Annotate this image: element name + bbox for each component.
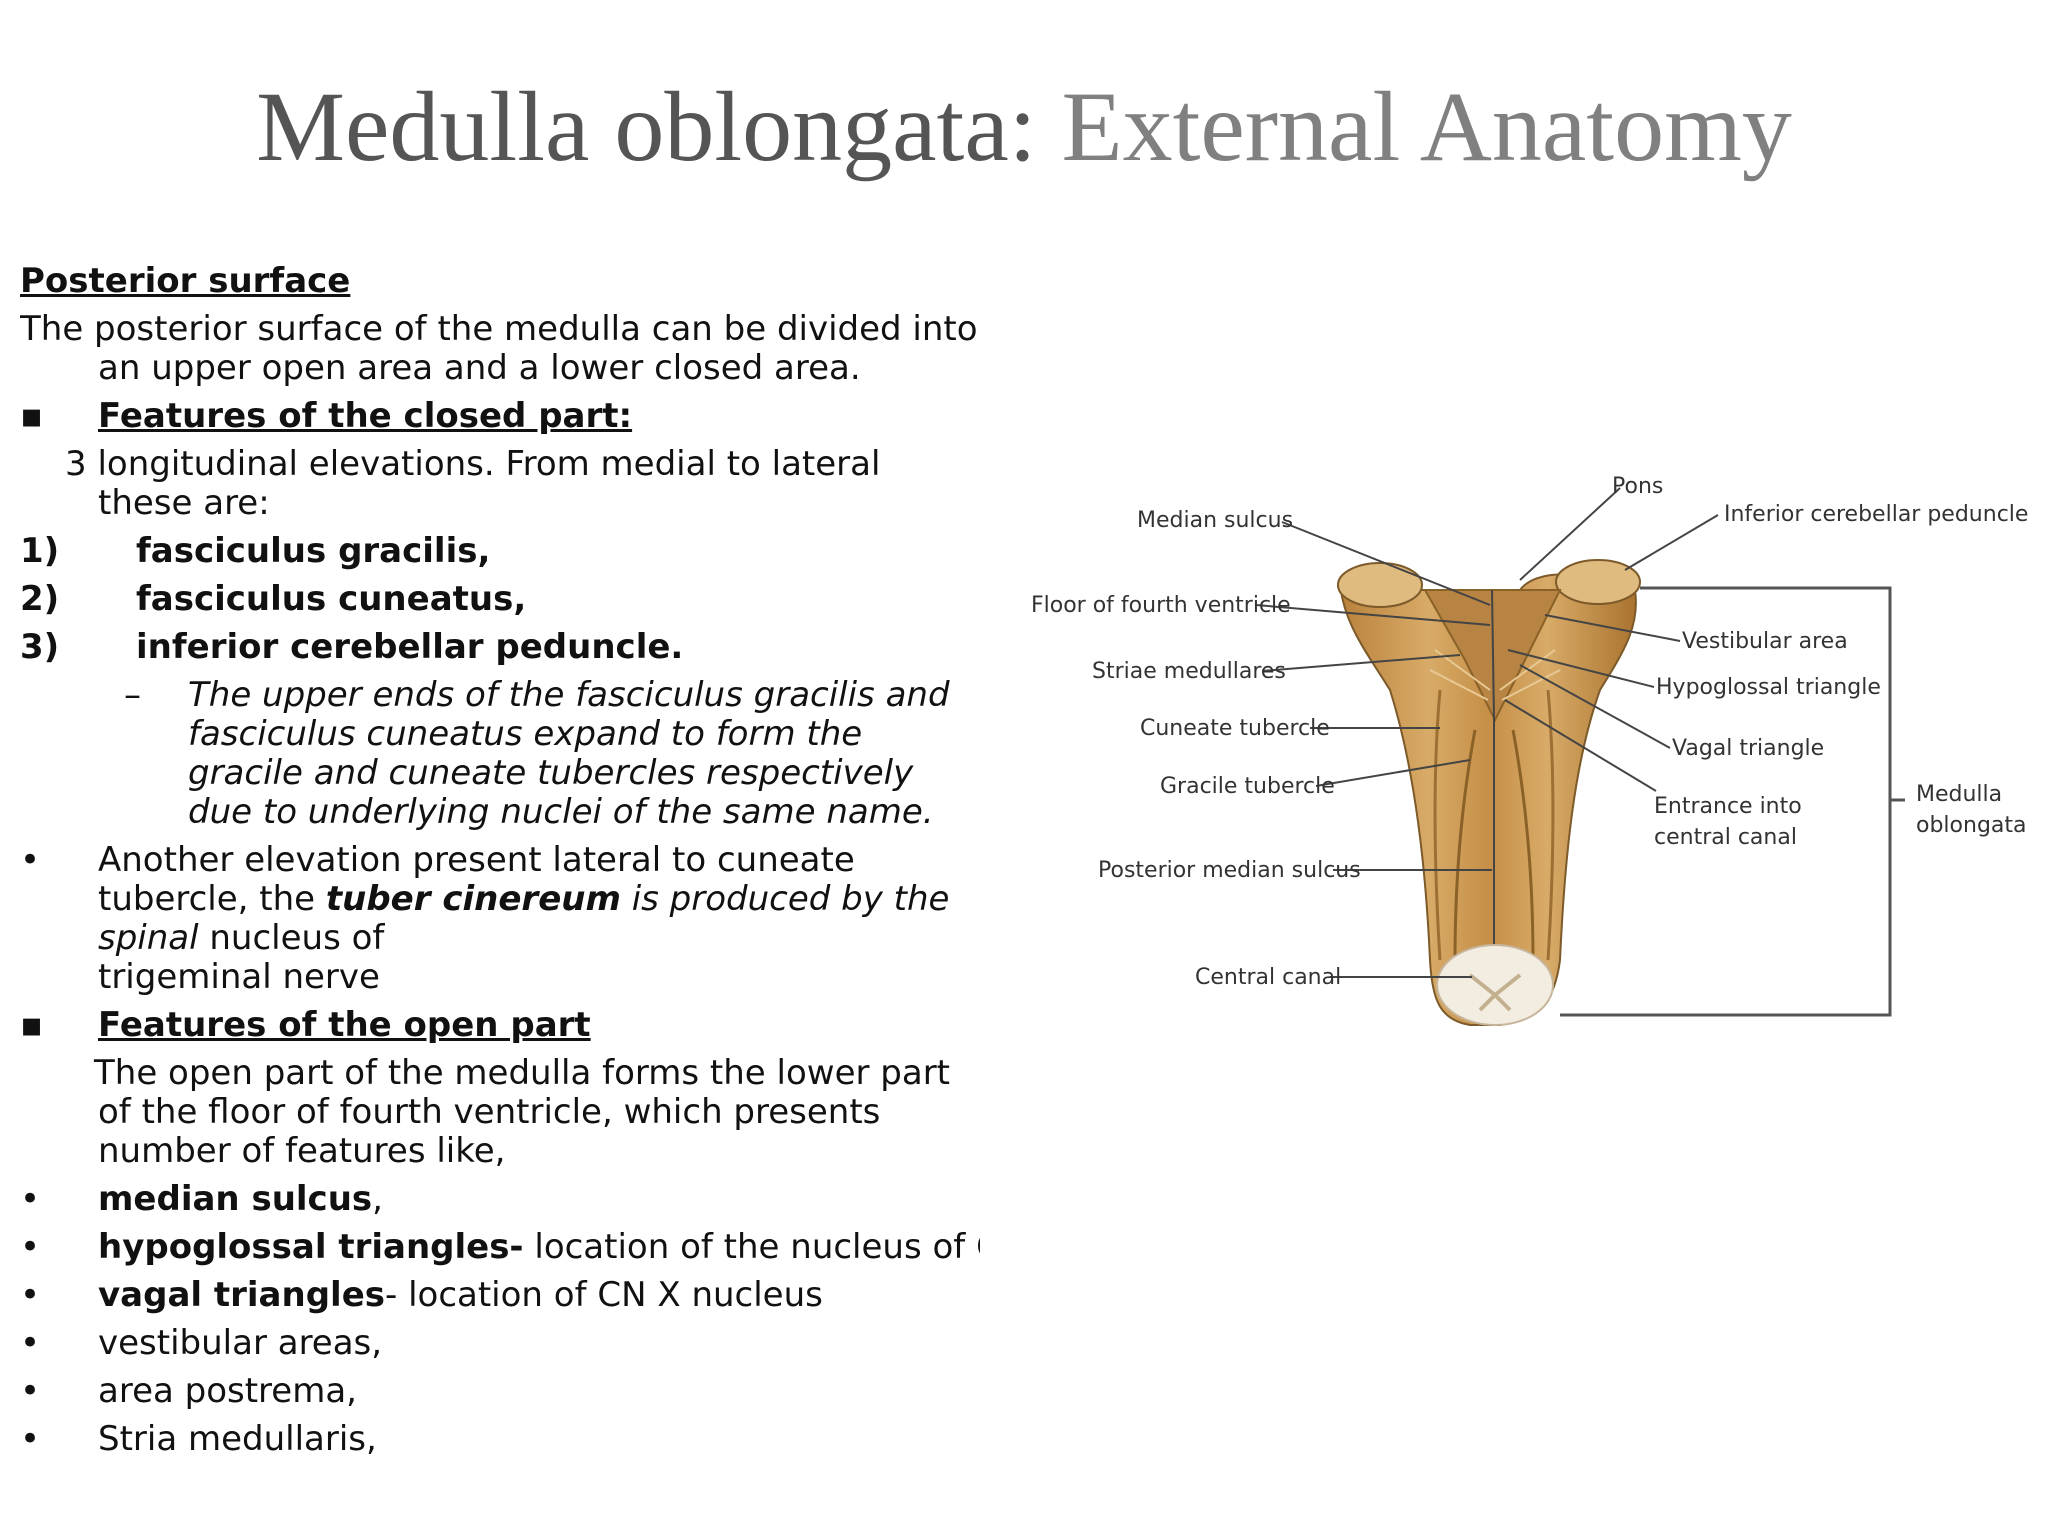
gracile-fasciculus-right — [1511, 729, 1535, 961]
gracile-fasciculus-left — [1453, 729, 1477, 961]
dash-bullet-icon: – — [124, 675, 141, 715]
right-peduncle-cap — [1555, 559, 1641, 605]
label-medulla-line-2: oblongata — [1916, 813, 2027, 838]
leader-striae-medullares — [1261, 654, 1461, 672]
tubercles-subitem: – The upper ends of the fasciculus graci… — [20, 676, 980, 832]
elevation-text-c: is produced by the spinal — [98, 879, 950, 958]
open-part-heading: Features of the open part — [98, 1005, 591, 1045]
item-number: 1) — [20, 531, 60, 571]
cuneate-fasciculus-left — [1433, 689, 1442, 961]
feature-rest: Stria medullaris, — [98, 1419, 377, 1459]
elevation-text-d: nucleus of — [198, 918, 385, 958]
round-bullet-icon: • — [20, 840, 41, 880]
title-part-1: Medulla oblongata: — [256, 71, 1062, 182]
open-part-item: ▪ Features of the open part — [20, 1006, 980, 1045]
leader-median-sulcus — [1281, 521, 1491, 606]
feature-item: • area postrema, — [20, 1372, 980, 1411]
feature-rest: - location of CN X nucleus — [385, 1275, 823, 1315]
posterior-surface-heading: Posterior surface — [20, 262, 351, 301]
label-striae-medullares: Striae medullares — [1092, 659, 1286, 684]
closed-part-item: ▪ Features of the closed part: — [20, 397, 980, 436]
square-bullet-icon: ▪ — [20, 1005, 44, 1045]
label-hypoglossal-triangle: Hypoglossal triangle — [1656, 675, 1881, 700]
feature-item: • hypoglossal triangles- location of the… — [20, 1228, 980, 1267]
numbered-item-1: 1) fasciculus gracilis, — [20, 532, 980, 571]
feature-bold: vagal triangles — [98, 1275, 385, 1315]
elevation-item: • Another elevation present lateral to c… — [20, 841, 980, 997]
feature-item: • vagal triangles- location of CN X nucl… — [20, 1276, 980, 1315]
title-part-2: External Anatomy — [1061, 71, 1792, 182]
label-vagal-triangle: Vagal triangle — [1672, 736, 1824, 761]
label-medulla-line-1: Medulla — [1916, 782, 2002, 807]
subitem-text: The upper ends of the fasciculus gracili… — [188, 675, 950, 832]
feature-bold: hypoglossal triangles- — [98, 1227, 524, 1267]
label-vestibular-area: Vestibular area — [1682, 629, 1848, 654]
medulla-illustration: Pons Median sulcus Inferior cerebellar p… — [1031, 474, 2028, 1026]
feature-item: • median sulcus, — [20, 1180, 980, 1219]
open-intro: The open part of the medulla forms the l… — [94, 1053, 951, 1171]
label-pons: Pons — [1612, 474, 1663, 499]
feature-item: • vestibular areas, — [20, 1324, 980, 1363]
round-bullet-icon: • — [20, 1371, 41, 1411]
leader-vestibular-area — [1544, 614, 1681, 642]
label-entrance-line-2: central canal — [1654, 825, 1797, 850]
round-bullet-icon: • — [20, 1323, 41, 1363]
medulla-diagram: Pons Median sulcus Inferior cerebellar p… — [1020, 460, 2040, 1040]
text-column: Posterior surface The posterior surface … — [20, 262, 980, 1459]
item-number: 2) — [20, 579, 60, 619]
label-central-canal: Central canal — [1195, 965, 1341, 990]
label-floor-fourth-ventricle: Floor of fourth ventricle — [1031, 593, 1291, 618]
leader-entrance-central-canal — [1504, 699, 1657, 792]
left-peduncle-cap — [1337, 562, 1423, 608]
label-inferior-cerebellar-peduncle: Inferior cerebellar peduncle — [1724, 502, 2028, 527]
leader-hypoglossal-triangle — [1507, 649, 1655, 688]
leader-gracile-tubercle — [1315, 759, 1471, 787]
feature-rest: , — [372, 1179, 383, 1219]
leader-floor-fourth-ventricle — [1255, 604, 1491, 626]
intro-paragraph: The posterior surface of the medulla can… — [20, 309, 978, 388]
square-bullet-icon: ▪ — [20, 396, 44, 436]
closed-intro: 3 longitudinal elevations. From medial t… — [65, 444, 881, 523]
leader-pons — [1519, 487, 1621, 581]
label-median-sulcus: Median sulcus — [1137, 508, 1293, 533]
feature-rest: location of the nucleus of CN XII — [534, 1227, 980, 1267]
round-bullet-icon: • — [20, 1227, 41, 1267]
feature-bold: median sulcus — [98, 1179, 373, 1219]
leader-inferior-cerebellar-peduncle — [1624, 514, 1719, 571]
elevation-text-b: tuber cinereum — [325, 879, 621, 919]
label-gracile-tubercle: Gracile tubercle — [1160, 774, 1335, 799]
label-cuneate-tubercle: Cuneate tubercle — [1140, 716, 1330, 741]
leader-vagal-triangle — [1519, 664, 1671, 749]
label-posterior-median-sulcus: Posterior median sulcus — [1098, 858, 1361, 883]
grey-matter-shape — [1468, 973, 1522, 1012]
item-text: fasciculus gracilis, — [136, 531, 491, 571]
numbered-item-2: 2) fasciculus cuneatus, — [20, 580, 980, 619]
feature-rest: vestibular areas, — [98, 1323, 383, 1363]
elevation-text-a: Another elevation present lateral to cun… — [98, 840, 855, 919]
numbered-item-3: 3) inferior cerebellar peduncle. — [20, 628, 980, 667]
round-bullet-icon: • — [20, 1179, 41, 1219]
item-number: 3) — [20, 627, 60, 667]
slide-title: Medulla oblongata: External Anatomy — [0, 72, 2048, 182]
elevation-text-e: trigeminal nerve — [98, 957, 380, 997]
cuneate-fasciculus-right — [1546, 689, 1555, 961]
item-text: inferior cerebellar peduncle. — [136, 627, 684, 667]
label-entrance-line-1: Entrance into — [1654, 794, 1802, 819]
round-bullet-icon: • — [20, 1419, 41, 1459]
feature-item: • Stria medullaris, — [20, 1420, 980, 1459]
item-text: fasciculus cuneatus, — [136, 579, 527, 619]
closed-part-heading: Features of the closed part: — [98, 396, 633, 436]
central-canal-section — [1436, 944, 1554, 1026]
feature-rest: area postrema, — [98, 1371, 357, 1411]
median-sulcus-line — [1491, 589, 1495, 1000]
round-bullet-icon: • — [20, 1275, 41, 1315]
